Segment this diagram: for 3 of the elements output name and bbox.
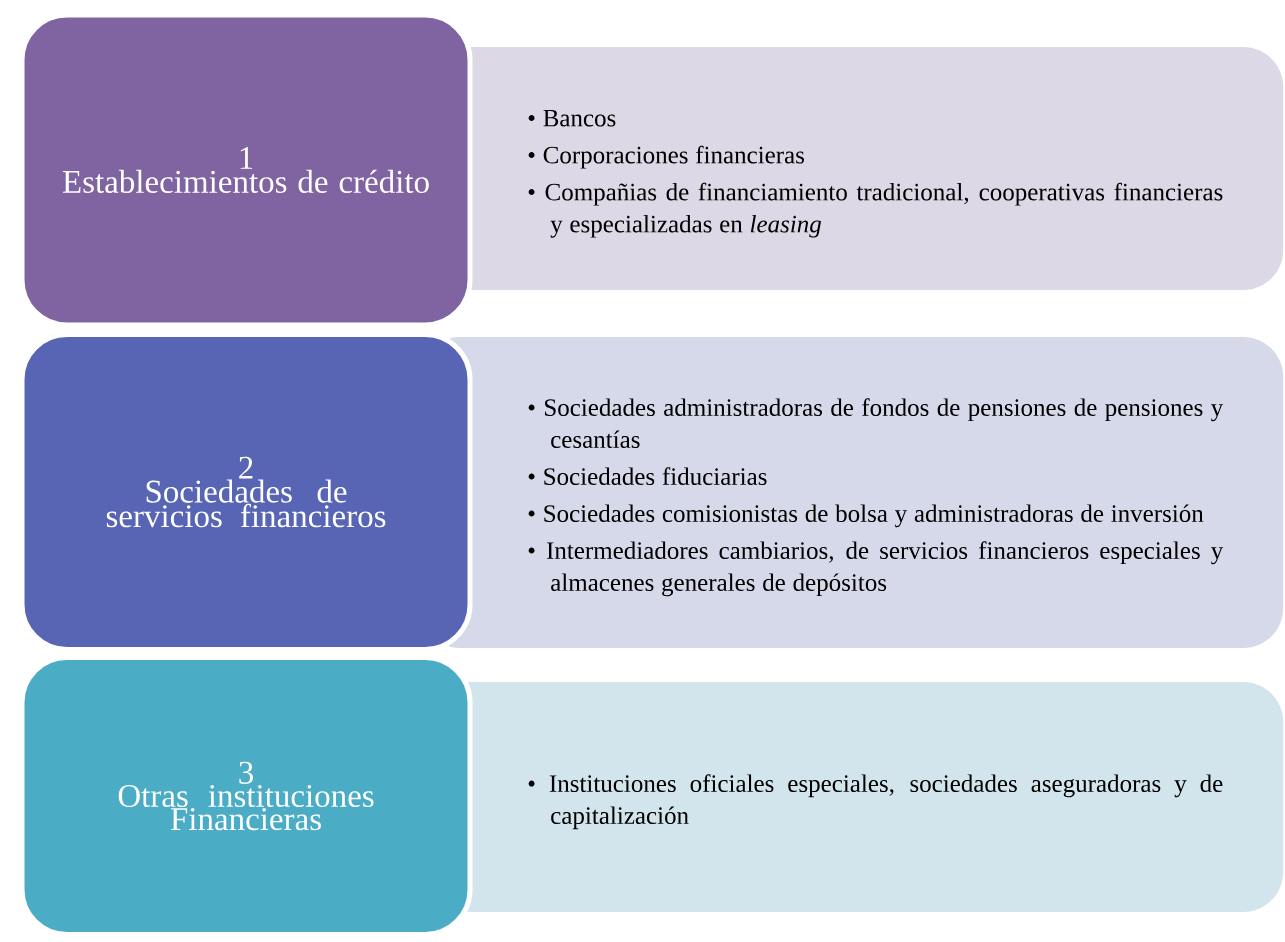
list-panel: • Sociedades administradoras de fondos de pensiones de pensiones y cesantías • Sociedades fiduciarias • Sociedades comisionistas de bolsa y administradoras de inversión • Intermediadores cambiarios, de servicios financieros especiales y almacenes generales de depósitos	[420, 337, 1284, 648]
list-panel: • Instituciones oficiales especiales, sociedades aseguradoras y de capitalización	[420, 682, 1284, 912]
category-box: 3 Otras instituciones Financieras	[19, 655, 473, 937]
